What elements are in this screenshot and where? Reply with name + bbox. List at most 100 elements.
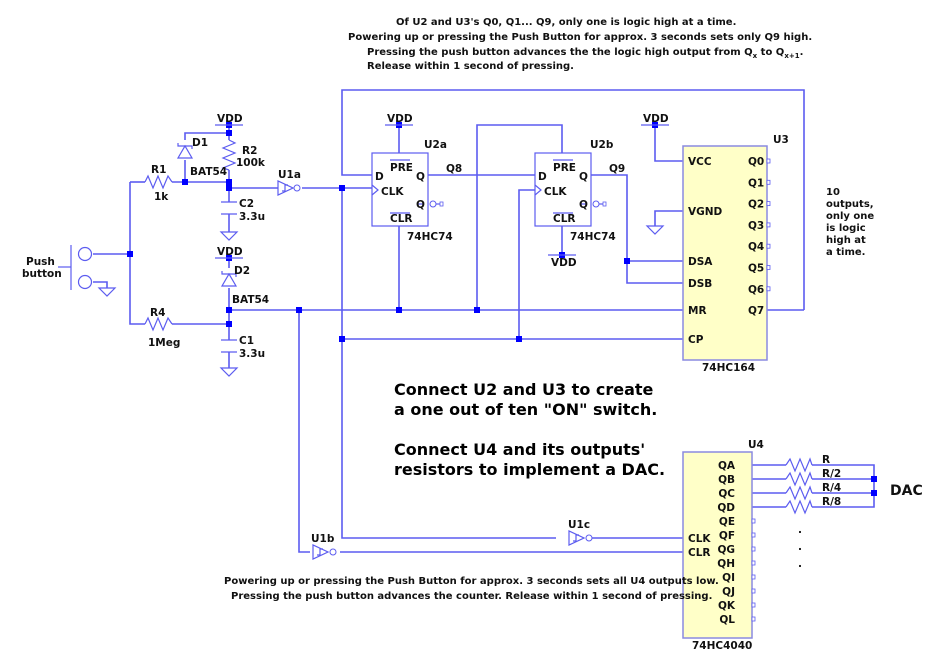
capacitor-c1-icon: [219, 339, 239, 377]
r2-value: 100k: [236, 157, 266, 169]
diode-d1-icon: [176, 143, 194, 159]
dac-res-r2: R/2: [822, 468, 841, 480]
net-q8-label: Q8: [446, 163, 462, 175]
unconnected-pin-icon: [766, 243, 771, 249]
resistor-icon: [785, 457, 813, 473]
u4-pin-ql: QL: [719, 614, 735, 626]
note-top-line1: Of U2 and U3's Q0, Q1... Q9, only one is…: [396, 17, 736, 28]
u2a-pin-clr: CLR: [390, 213, 412, 225]
ground-icon: [645, 225, 665, 235]
u2b-pin-qn: Q: [579, 199, 588, 211]
note-top-line4: Release within 1 second of pressing.: [367, 61, 574, 72]
d2-ref: D2: [234, 265, 250, 277]
u4-part: 74HC4040: [692, 640, 752, 652]
junction-dot: [127, 251, 133, 257]
u2b-pin-q: Q: [579, 171, 588, 183]
unconnected-pin-icon: [751, 518, 756, 524]
u4-pin-qd: QD: [717, 502, 735, 514]
junction-dot: [296, 307, 302, 313]
junction-dot: [624, 258, 630, 264]
junction-dot: [396, 307, 402, 313]
u2a-pin-pre: PRE: [390, 162, 413, 174]
u4-pin-qe: QE: [719, 516, 735, 528]
task-line: a one out of ten "ON" switch.: [394, 400, 657, 419]
u2a-pin-clk: CLK: [381, 186, 404, 198]
u2b-ref: U2b: [590, 139, 614, 151]
u4-pin-qa: QA: [718, 460, 736, 472]
inverter-u1b-icon: [312, 544, 337, 560]
ellipsis-dot: .: [798, 541, 802, 553]
r4-value: 1Meg: [148, 337, 180, 349]
u3-pin-q0: Q0: [748, 156, 764, 168]
junction-dot: [339, 185, 345, 191]
dac-res-r4: R/4: [822, 482, 841, 494]
u2a-part: 74HC74: [407, 231, 453, 243]
unconnected-pin-icon: [766, 201, 771, 207]
u2b-pin-clk: CLK: [544, 186, 567, 198]
dac-res-r: R: [822, 454, 830, 466]
u3-pin-mr: MR: [688, 305, 707, 317]
unconnected-pin-icon: [751, 616, 756, 622]
unconnected-pin-icon: [751, 560, 756, 566]
ellipsis-dot: .: [798, 524, 802, 536]
resistor-icon: [785, 471, 813, 487]
junction-dot: [226, 179, 232, 185]
u3-side-note-line: outputs,: [826, 199, 874, 210]
u4-pin-qb: QB: [718, 474, 735, 486]
note-top-line3: Pressing the push button advances the th…: [367, 47, 803, 60]
junction-dot: [226, 130, 232, 136]
chip-u4: [682, 451, 753, 639]
u3-side-note-line: high at: [826, 235, 866, 246]
dac-res-r8: R/8: [822, 496, 841, 508]
u2b-pin-pre: PRE: [553, 162, 576, 174]
unconnected-pin-icon: [751, 602, 756, 608]
u4-pin-qf: QF: [719, 530, 735, 542]
c1-ref: C1: [239, 335, 254, 347]
unconnected-pin-icon: [751, 588, 756, 594]
inverter-u1a-icon: [277, 180, 301, 196]
u3-part: 74HC164: [702, 362, 755, 374]
u2a-pin-d: D: [375, 171, 384, 183]
junction-dot: [516, 336, 522, 342]
r2-ref: R2: [242, 145, 257, 157]
unconnected-pin-icon: [751, 574, 756, 580]
ground-icon: [219, 231, 239, 241]
note-period: .: [800, 47, 804, 58]
wires: [93, 89, 875, 553]
junction-dot: [226, 185, 232, 191]
task-line: Connect U2 and U3 to create: [394, 380, 654, 399]
u3-side-note-line: 10: [826, 187, 840, 198]
chip-u3: [682, 145, 768, 361]
inverter-u1c-icon: [568, 530, 593, 546]
u3-side-note-line: only one: [826, 211, 874, 222]
note-bottom-line2: Pressing the push button advances the co…: [231, 591, 712, 602]
note-bottom-line1: Powering up or pressing the Push Button …: [224, 576, 719, 587]
u2b-pin-d: D: [538, 171, 547, 183]
r4-ref: R4: [150, 307, 165, 319]
dac-label: DAC: [890, 483, 923, 499]
net-q9-label: Q9: [609, 163, 625, 175]
push-button-label-2: button: [22, 268, 62, 280]
vdd-label: VDD: [643, 113, 669, 125]
task-line: resistors to implement a DAC.: [394, 460, 665, 479]
d2-value: BAT54: [232, 294, 269, 306]
u3-pin-q5: Q5: [748, 263, 764, 275]
u3-pin-dsa: DSA: [688, 256, 713, 268]
push-button[interactable]: [58, 245, 117, 297]
u2a-pin-qn: Q: [416, 199, 425, 211]
u4-pin-clk: CLK: [688, 533, 711, 545]
u3-pin-q7: Q7: [748, 305, 764, 317]
u4-pin-clr: CLR: [688, 547, 710, 559]
vdd-label: VDD: [217, 246, 243, 258]
note-sub-x: x: [753, 52, 758, 60]
u4-pin-qk: QK: [718, 600, 736, 612]
unconnected-pin-icon: [766, 179, 771, 185]
dac-resistors: [785, 457, 813, 515]
u3-pin-vgnd: VGND: [688, 206, 723, 218]
note-top-line3-b: to Q: [757, 47, 784, 58]
unconnected-pin-icon: [766, 286, 771, 292]
